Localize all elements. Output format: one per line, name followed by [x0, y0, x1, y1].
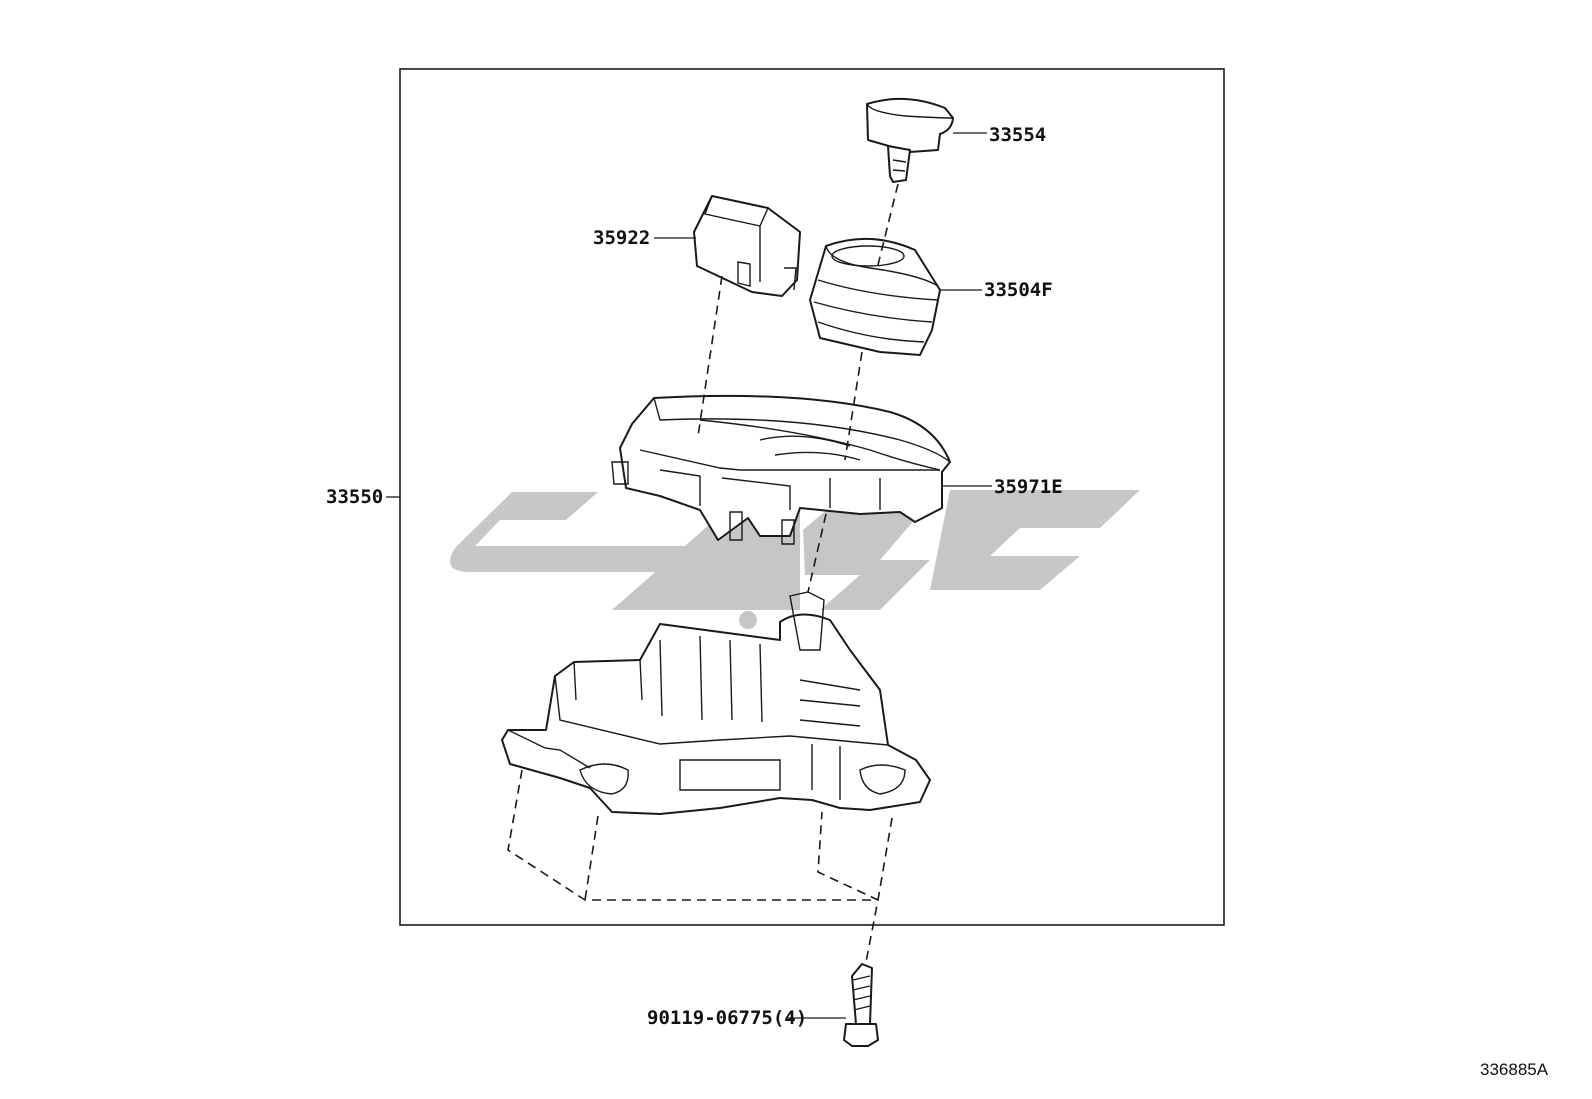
callout-screw: 90119-06775(4) [647, 1007, 807, 1029]
boot-part [809, 237, 941, 356]
reference-code: 336885A [1480, 1060, 1549, 1079]
leader-lines [386, 132, 992, 1019]
watermark-logo [450, 480, 1140, 629]
callout-knob: 33554 [989, 124, 1046, 146]
callout-assembly: 33550 [326, 486, 383, 508]
screw-part [843, 963, 879, 1047]
callout-boot: 33504F [984, 279, 1053, 301]
module-part [693, 195, 801, 297]
callout-housing-cover: 35971E [994, 476, 1063, 498]
housing-cover-part [611, 394, 951, 545]
assembly-guide-lines [507, 183, 899, 963]
callout-module: 35922 [593, 227, 650, 249]
base-bracket-part [501, 591, 931, 815]
knob-part [866, 97, 954, 183]
